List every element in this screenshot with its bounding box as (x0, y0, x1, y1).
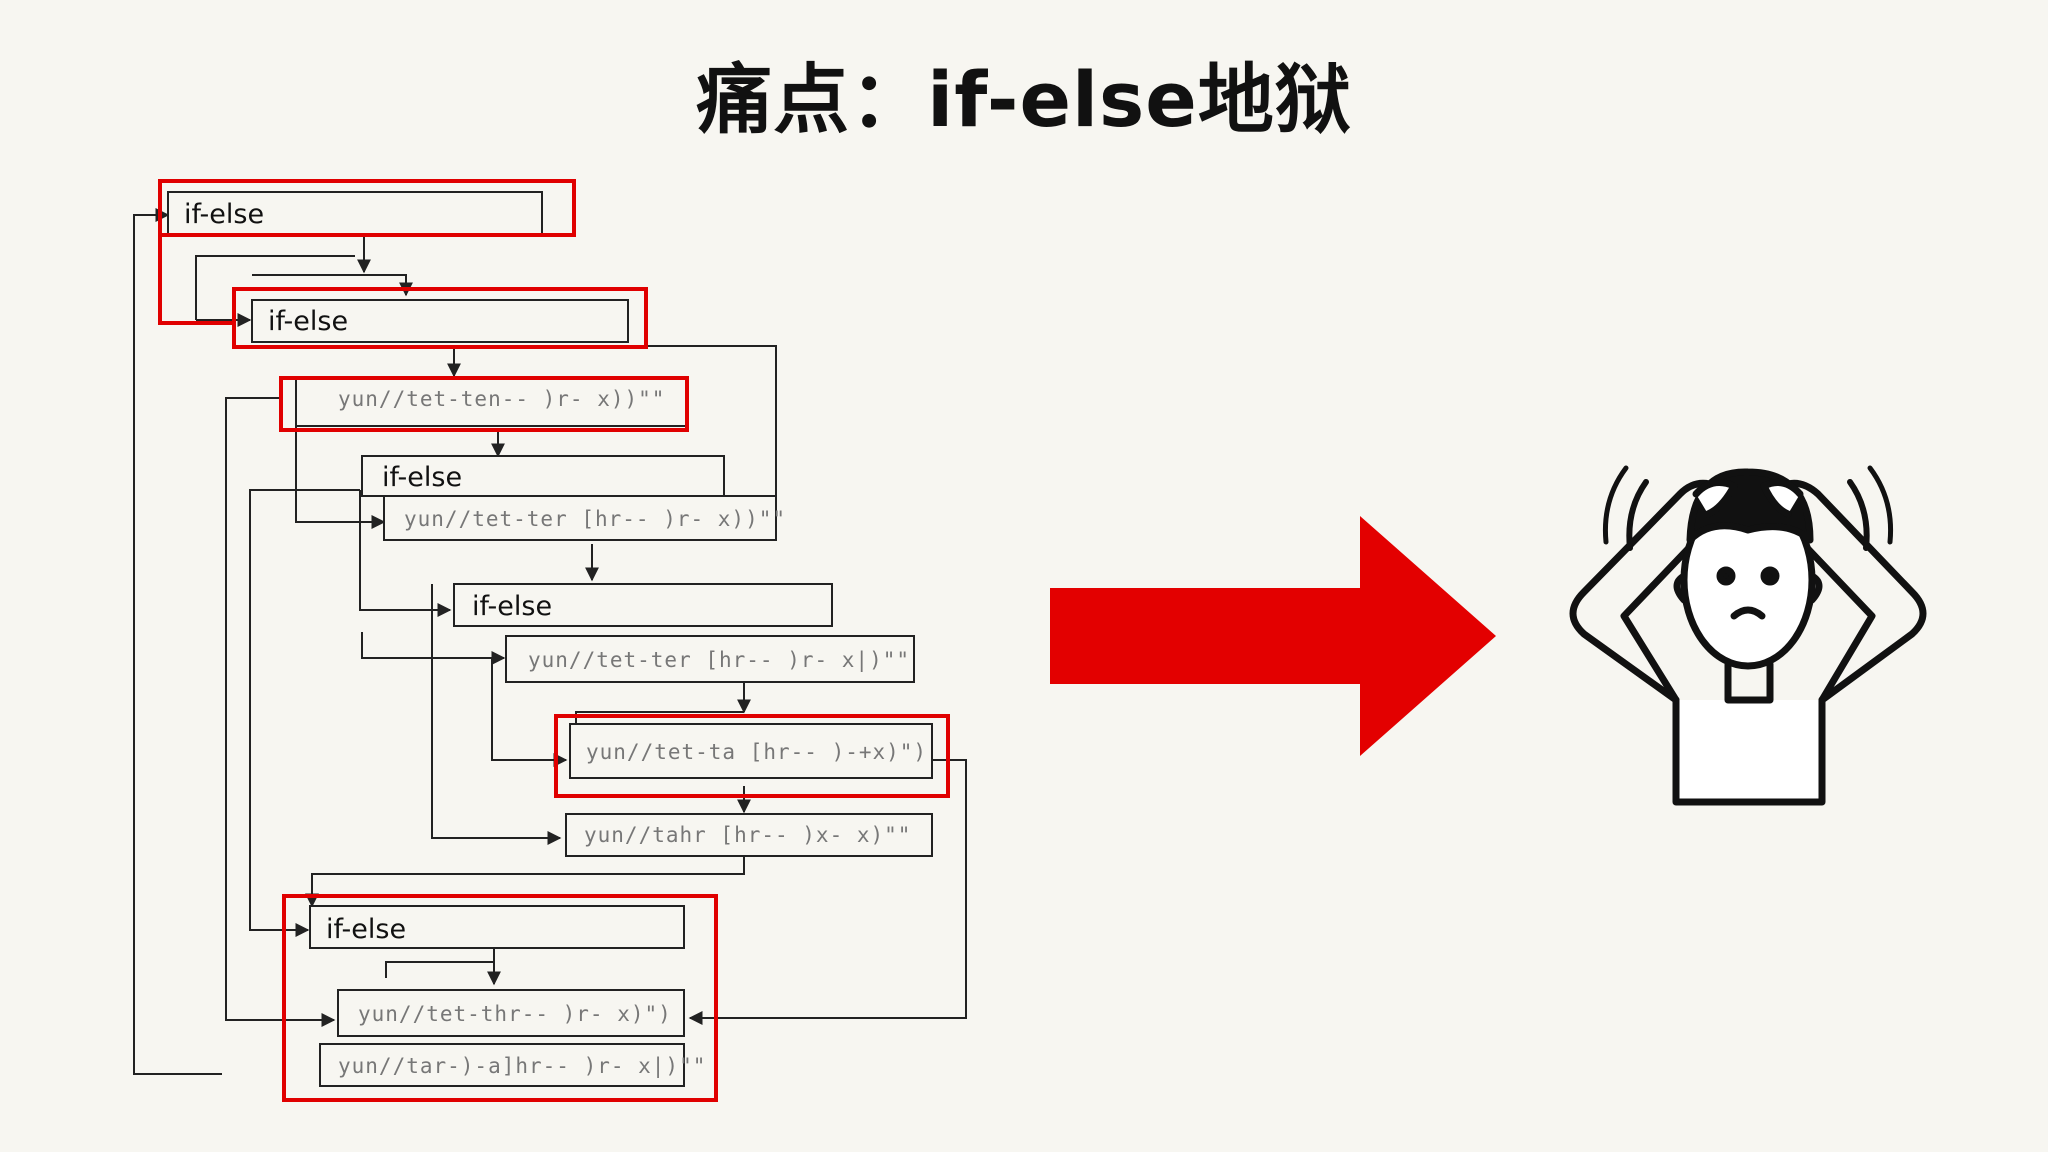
highlight-frame-4 (554, 714, 950, 798)
ifelse-label: if-else (268, 306, 348, 337)
highlight-frame-5 (282, 894, 718, 1102)
connector-lines (133, 208, 967, 1075)
flow-boxes (167, 191, 933, 1087)
page-title: 痛点：if-else地狱 (696, 55, 1352, 144)
big-red-arrow (1050, 516, 1496, 756)
highlight-frames (158, 179, 950, 1102)
code-label: yun//tar-)-a]hr-- )r- x|)"" (338, 1054, 706, 1079)
flow-labels: if-else if-else yun//tet-ten-- )r- x))""… (184, 199, 927, 1079)
code-label: yun//tet-ten-- )r- x))"" (338, 387, 665, 411)
code-label: yun//tet-ter [hr-- )r- x))"" (404, 507, 786, 531)
confused-person-icon (1569, 465, 1927, 806)
highlight-frame-3 (279, 376, 689, 432)
code-label: yun//tet-ta [hr-- )-+x)") (586, 740, 927, 764)
ifelse-label: if-else (472, 591, 552, 622)
ifelse-label: if-else (326, 914, 406, 945)
code-label: yun//tet-ter [hr-- )r- x|)"" (528, 648, 910, 673)
highlight-frame-2 (232, 287, 648, 349)
ifelse-label: if-else (184, 199, 264, 230)
code-label: yun//tet-thr-- )r- x)") (358, 1002, 672, 1026)
ifelse-label: if-else (382, 462, 462, 493)
highlight-frame-1-tail (158, 181, 234, 325)
code-label: yun//tahr [hr-- )x- x)"" (584, 823, 911, 847)
